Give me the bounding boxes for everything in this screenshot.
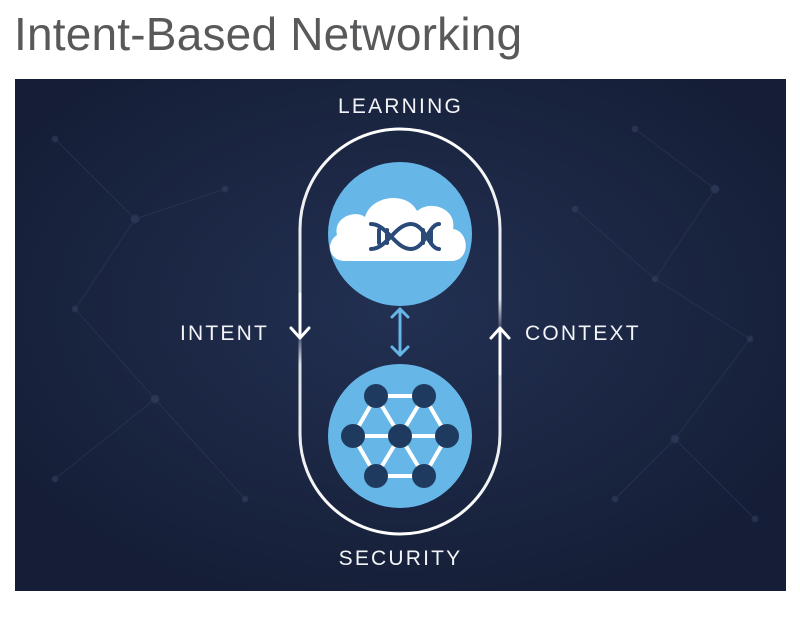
network-mesh-icon <box>341 384 459 488</box>
page-title: Intent-Based Networking <box>14 8 523 60</box>
cloud-dna-icon <box>330 198 466 261</box>
label-security: SECURITY <box>338 547 463 570</box>
label-intent: INTENT <box>180 322 270 345</box>
learning-node <box>328 162 472 306</box>
diagram-graphic <box>15 79 786 591</box>
label-context: CONTEXT <box>525 322 641 345</box>
background-network-texture <box>51 125 759 523</box>
security-node <box>328 364 472 508</box>
lifecycle-loop <box>298 127 502 536</box>
label-learning: LEARNING <box>338 95 463 118</box>
bidirectional-connector-icon <box>390 307 410 357</box>
intent-arrow-icon <box>289 292 311 340</box>
context-arrow-icon <box>489 326 511 376</box>
intent-based-networking-diagram: LEARNING INTENT CONTEXT SECURITY <box>15 79 786 591</box>
